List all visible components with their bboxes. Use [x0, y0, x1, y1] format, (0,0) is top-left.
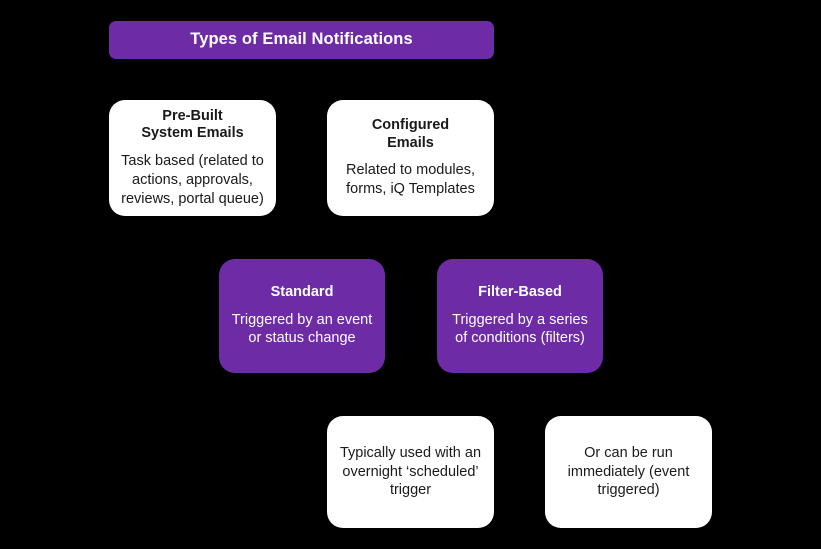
card-filter-based-body: Triggered by a series of conditions (fil…: [452, 311, 588, 347]
card-prebuilt-title-line2: System Emails: [141, 125, 244, 142]
card-prebuilt-body: Task based (related to actions, approval…: [121, 152, 264, 207]
card-immediate-body: Or can be run immediately (event trigger…: [567, 444, 690, 499]
card-configured-body: Related to modules, forms, iQ Templates: [346, 162, 475, 198]
card-prebuilt-title: Pre-Built System Emails: [141, 108, 243, 143]
card-configured-title: Configured Emails: [372, 117, 449, 152]
card-standard: Standard Triggered by an event or status…: [219, 259, 385, 373]
card-prebuilt-system-emails: Pre-Built System Emails Task based (rela…: [109, 100, 276, 216]
card-standard-title: Standard: [270, 283, 334, 300]
card-filter-based: Filter-Based Triggered by a series of co…: [437, 259, 603, 373]
card-configured-title-line2: Emails: [387, 134, 434, 151]
card-prebuilt-title-line1: Pre-Built: [162, 107, 223, 124]
card-immediate-event-triggered: Or can be run immediately (event trigger…: [545, 416, 712, 528]
diagram-title-banner: Types of Email Notifications: [109, 21, 494, 59]
card-overnight-body: Typically used with an overnight ‘schedu…: [339, 444, 482, 499]
diagram-title-text: Types of Email Notifications: [190, 30, 413, 49]
card-configured-title-line1: Configured: [371, 116, 450, 133]
card-configured-emails: Configured Emails Related to modules, fo…: [327, 100, 494, 216]
card-overnight-scheduled: Typically used with an overnight ‘schedu…: [327, 416, 494, 528]
card-standard-body: Triggered by an event or status change: [231, 311, 373, 347]
card-filter-based-title: Filter-Based: [478, 283, 562, 300]
